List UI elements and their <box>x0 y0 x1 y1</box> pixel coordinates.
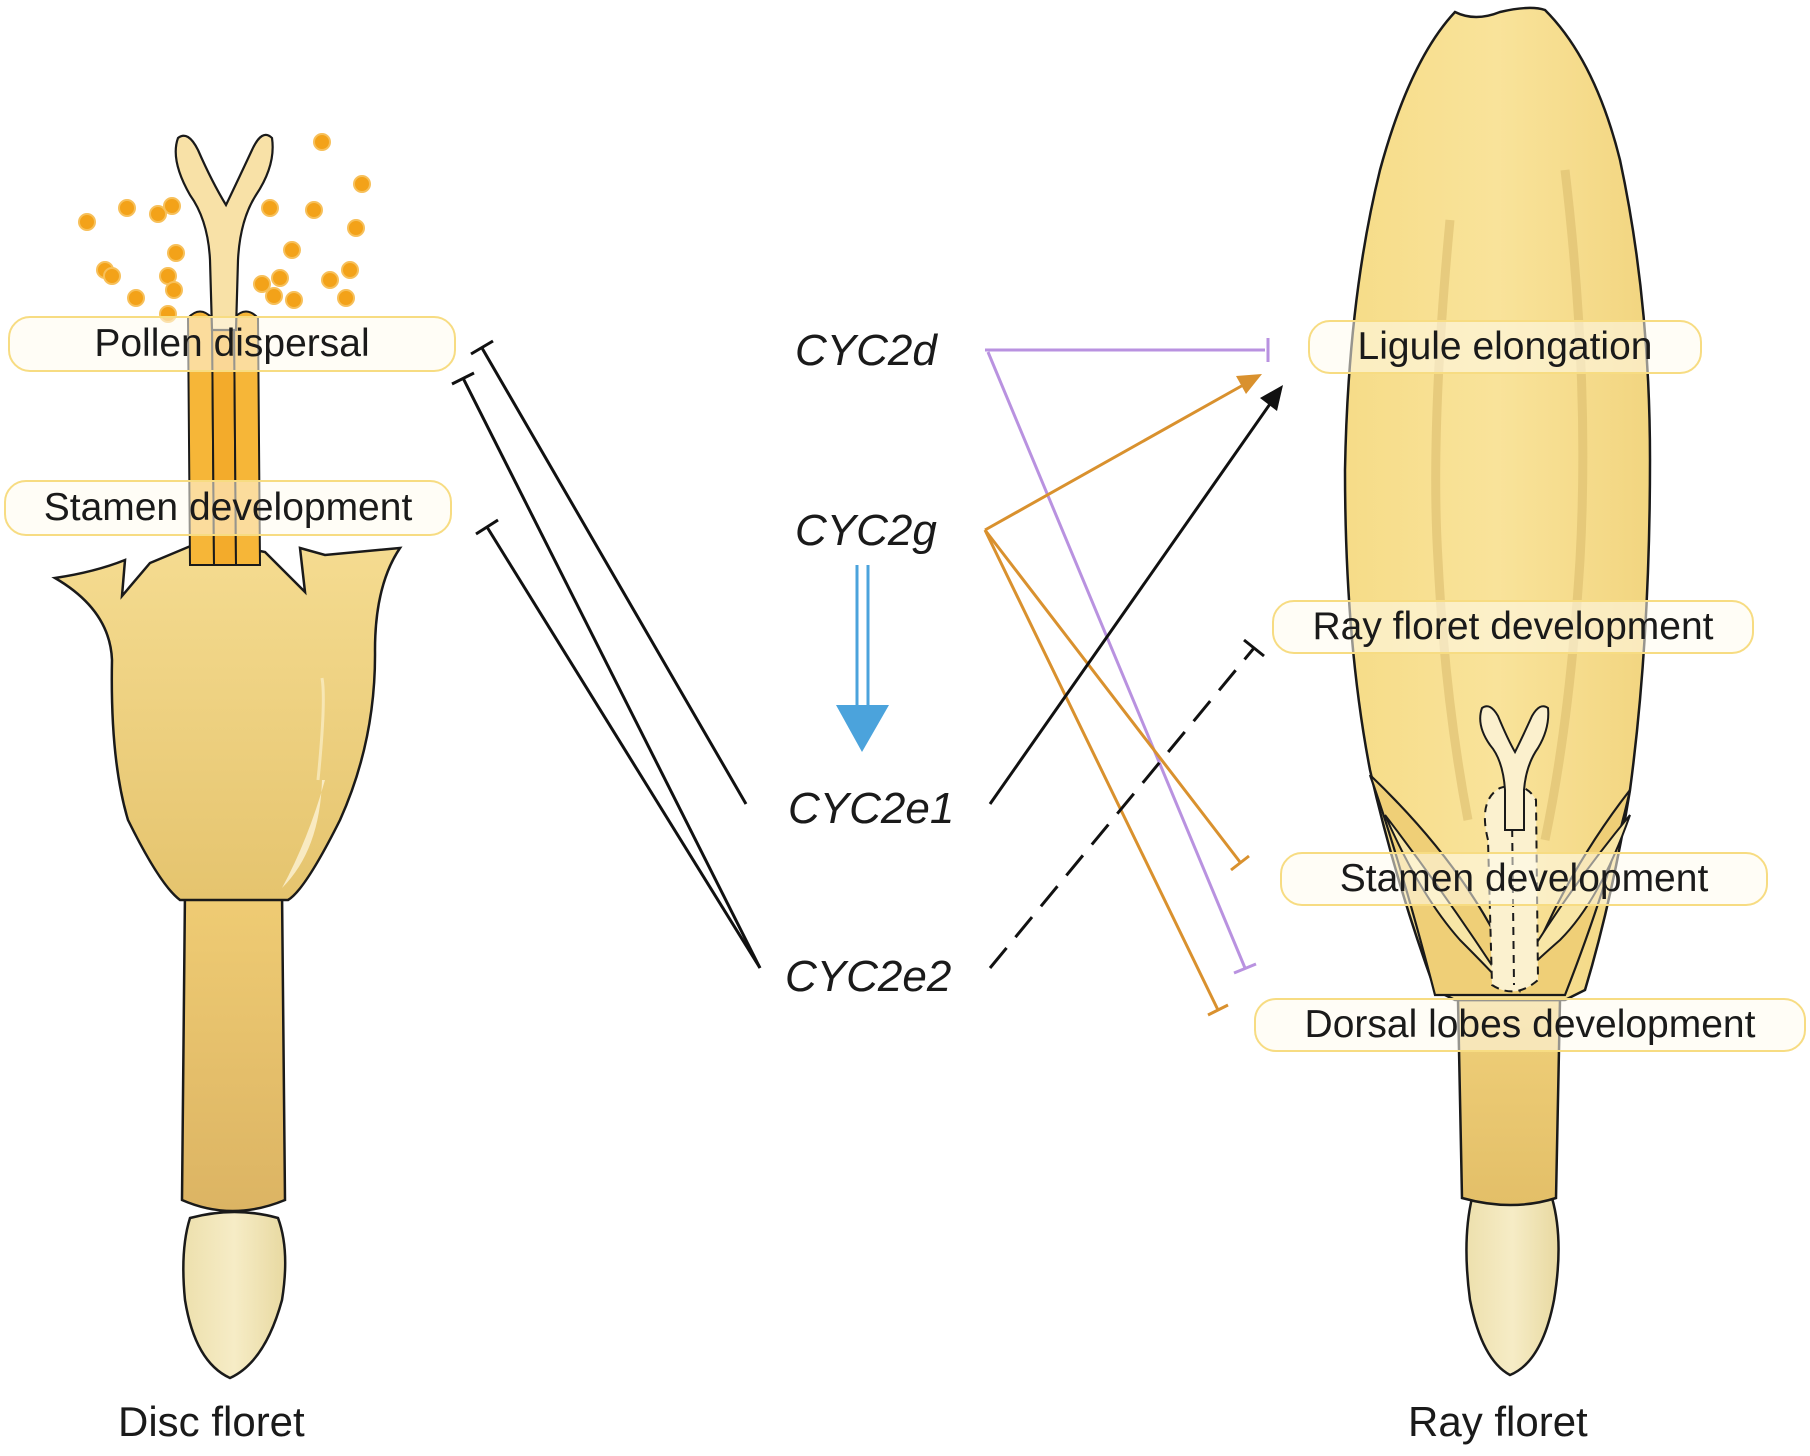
label-pollen-dispersal: Pollen dispersal <box>8 316 456 372</box>
pollen-grain <box>305 201 323 219</box>
edge-cyc2d-dorsal <box>986 351 1247 969</box>
disc-highlight-2 <box>316 677 325 781</box>
pollen-grain <box>118 199 136 217</box>
pollen-grain <box>313 133 331 151</box>
inhibition-bar <box>1233 962 1257 975</box>
pollen-grain <box>271 269 289 287</box>
pollen-grain <box>341 261 359 279</box>
pollen-grain <box>321 271 339 289</box>
regulation-arrow <box>836 565 889 752</box>
caption-disc-floret: Disc floret <box>118 1398 305 1445</box>
pollen-grain <box>167 244 185 262</box>
edge-cyc2g-dorsal <box>983 529 1220 1011</box>
gene-cyc2e1: CYC2e1 <box>788 784 955 833</box>
pollen-grain <box>149 205 167 223</box>
pollen-grain <box>165 281 183 299</box>
ray-style <box>1479 705 1550 831</box>
label-ligule-elongation: Ligule elongation <box>1308 320 1702 374</box>
activation-arrowhead <box>1260 385 1283 411</box>
label-ray-floret-development: Ray floret development <box>1272 600 1754 654</box>
pollen-grain <box>337 289 355 307</box>
pollen-grain <box>283 241 301 259</box>
cyc2e-edges <box>451 339 1283 969</box>
cyc2g-edges <box>983 374 1262 1017</box>
gene-cyc2d: CYC2d <box>795 326 937 375</box>
disc-corolla-tube <box>180 888 287 1213</box>
edge-cyc2e2-stamen <box>485 526 762 969</box>
pollen-grain <box>163 197 181 215</box>
label-dorsal-lobes-development: Dorsal lobes development <box>1254 998 1806 1052</box>
edge-cyc2e1-ligule <box>988 403 1272 805</box>
edge-cyc2g-ligule <box>984 382 1246 532</box>
pollen-grain <box>285 291 303 309</box>
regulation-arrowhead <box>836 705 889 752</box>
label-disc-stamen-development: Stamen development <box>4 480 452 536</box>
pollen-grain <box>353 175 371 193</box>
pollen-grain <box>347 219 365 237</box>
pollen-grain <box>103 267 121 285</box>
disc-corolla-throat <box>51 538 403 902</box>
inhibition-bar <box>475 518 499 536</box>
disc-style <box>174 133 274 332</box>
pollen-grain <box>265 287 283 305</box>
pollen-grain <box>261 199 279 217</box>
inhibition-bar <box>451 371 475 386</box>
ray-ovary <box>1465 1191 1560 1377</box>
pollen-grain <box>78 213 96 231</box>
cyc2d-edges <box>985 338 1270 975</box>
label-ray-stamen-development: Stamen development <box>1280 852 1768 906</box>
edge-cyc2g-stamen <box>983 529 1242 863</box>
activation-arrowhead <box>1236 374 1262 394</box>
ray-fold <box>1368 774 1632 997</box>
edge-cyc2e2-pollen <box>461 377 762 969</box>
caption-ray-floret: Ray floret <box>1408 1398 1588 1445</box>
edge-cyc2e2-rayfloret <box>988 647 1256 969</box>
ray-floret-illustration <box>1343 6 1652 1377</box>
pollen-grain <box>127 289 145 307</box>
pollen-grain <box>253 275 271 293</box>
inhibition-bar <box>1230 854 1250 872</box>
disc-ovary <box>182 1210 287 1380</box>
ray-vein <box>1540 169 1588 841</box>
gene-cyc2e2: CYC2e2 <box>785 952 952 1001</box>
edge-cyc2e1-pollen <box>480 347 748 805</box>
inhibition-bar <box>470 339 494 356</box>
gene-cyc2g: CYC2g <box>795 506 937 555</box>
inhibition-bar <box>1207 1003 1229 1017</box>
inhibition-bar <box>1243 638 1265 658</box>
